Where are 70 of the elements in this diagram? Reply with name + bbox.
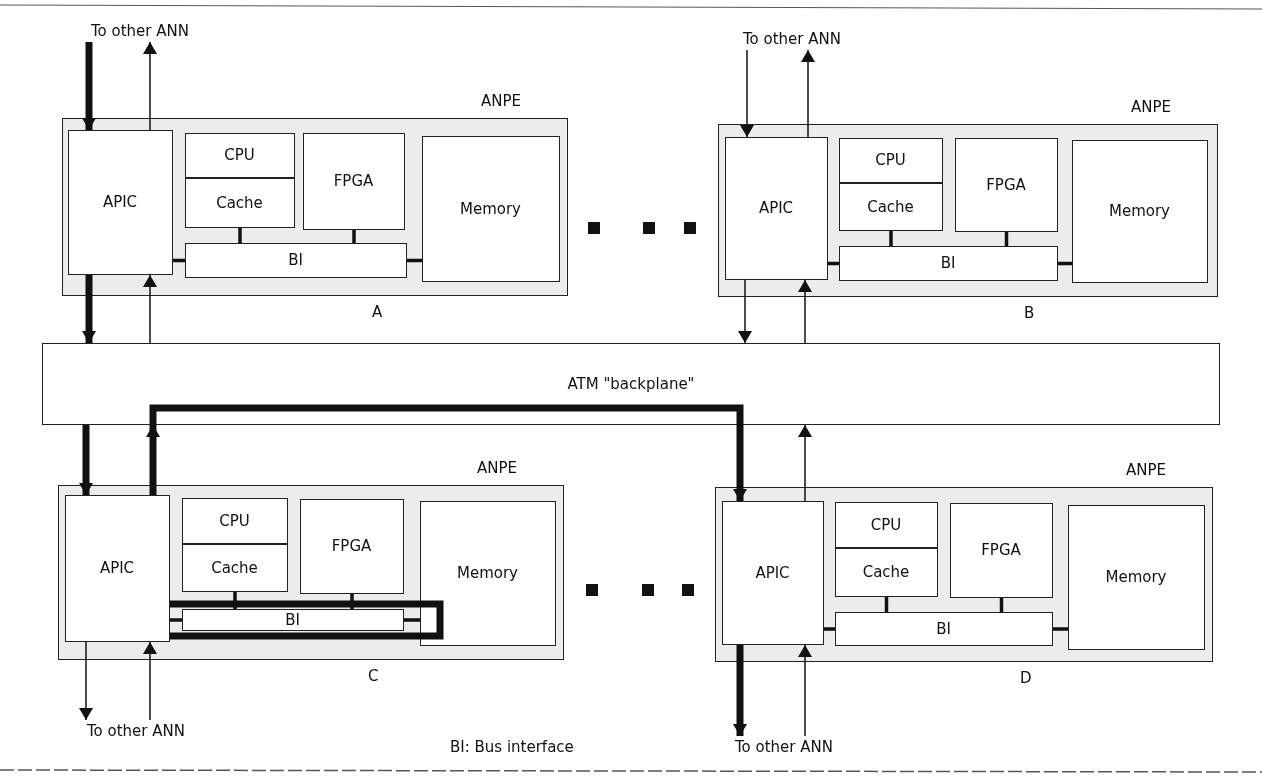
arrow bbox=[798, 424, 812, 502]
component-box: CPU bbox=[834, 501, 938, 548]
arrow bbox=[738, 279, 752, 344]
bus-link bbox=[352, 230, 356, 243]
arrow bbox=[82, 275, 96, 343]
module-caption: A bbox=[372, 303, 383, 321]
component-box: Memory bbox=[421, 135, 560, 282]
component-box: CPU bbox=[181, 497, 288, 544]
bus-link bbox=[824, 627, 835, 631]
port-label: To other ANN bbox=[74, 20, 206, 42]
bus-link bbox=[170, 600, 420, 608]
bus-link bbox=[170, 618, 182, 622]
component-box: FPGA bbox=[302, 132, 405, 230]
bus-link bbox=[404, 618, 420, 622]
component-box: CPU bbox=[184, 132, 295, 178]
bus-link bbox=[828, 261, 839, 266]
arrow bbox=[146, 425, 160, 495]
port-label: To other ANN bbox=[728, 28, 856, 50]
bus-link bbox=[1053, 627, 1068, 631]
component-box: APIC bbox=[724, 136, 828, 280]
component-box: Memory bbox=[1067, 504, 1205, 650]
module-caption: B bbox=[1024, 304, 1035, 322]
component-box: BI bbox=[184, 242, 407, 278]
bus-link bbox=[407, 258, 422, 263]
arrow bbox=[798, 279, 812, 344]
component-box: APIC bbox=[64, 494, 170, 642]
component-box: Memory bbox=[1071, 139, 1208, 283]
component-box: Cache bbox=[838, 182, 943, 231]
bus-link bbox=[999, 598, 1004, 612]
component-box: BI bbox=[838, 245, 1058, 281]
bus-link bbox=[238, 228, 242, 243]
component-box: APIC bbox=[721, 500, 824, 645]
module-heading: ANPE bbox=[481, 92, 521, 110]
arrow bbox=[740, 49, 754, 138]
backplane-bar: ATM "backplane" bbox=[42, 343, 1220, 425]
bus-link bbox=[233, 592, 237, 609]
port-label: To other ANN bbox=[72, 720, 200, 742]
arrow bbox=[143, 41, 157, 131]
bus-link bbox=[889, 231, 893, 246]
component-box: Memory bbox=[419, 500, 556, 646]
arrow bbox=[79, 641, 93, 721]
component-box: Cache bbox=[184, 177, 295, 228]
module-caption: D bbox=[1020, 669, 1032, 687]
arrow bbox=[79, 425, 93, 495]
module-heading: ANPE bbox=[1126, 461, 1166, 479]
port-label: To other ANN bbox=[720, 736, 848, 758]
component-box: FPGA bbox=[954, 137, 1058, 232]
component-box: Cache bbox=[181, 543, 288, 592]
arrow bbox=[143, 274, 157, 344]
component-box: Cache bbox=[834, 547, 938, 597]
bus-link bbox=[884, 597, 889, 612]
component-box: BI bbox=[181, 608, 404, 631]
note-text: BI: Bus interface bbox=[450, 738, 574, 756]
bus-path bbox=[170, 600, 444, 640]
component-box: APIC bbox=[67, 129, 173, 275]
bus-link bbox=[173, 258, 185, 263]
component-box: BI bbox=[834, 611, 1053, 646]
module-heading: ANPE bbox=[477, 459, 517, 477]
module-heading: ANPE bbox=[1131, 98, 1171, 116]
arrow bbox=[801, 49, 815, 138]
component-box: CPU bbox=[838, 137, 943, 183]
bus-link bbox=[350, 594, 354, 609]
arrow bbox=[798, 644, 812, 737]
arrow bbox=[149, 404, 747, 501]
bus-link bbox=[1004, 232, 1009, 246]
component-box: FPGA bbox=[949, 502, 1053, 598]
module-caption: C bbox=[368, 667, 379, 685]
bus-link bbox=[1058, 261, 1072, 266]
arrow bbox=[143, 641, 157, 721]
component-box: FPGA bbox=[299, 498, 404, 594]
